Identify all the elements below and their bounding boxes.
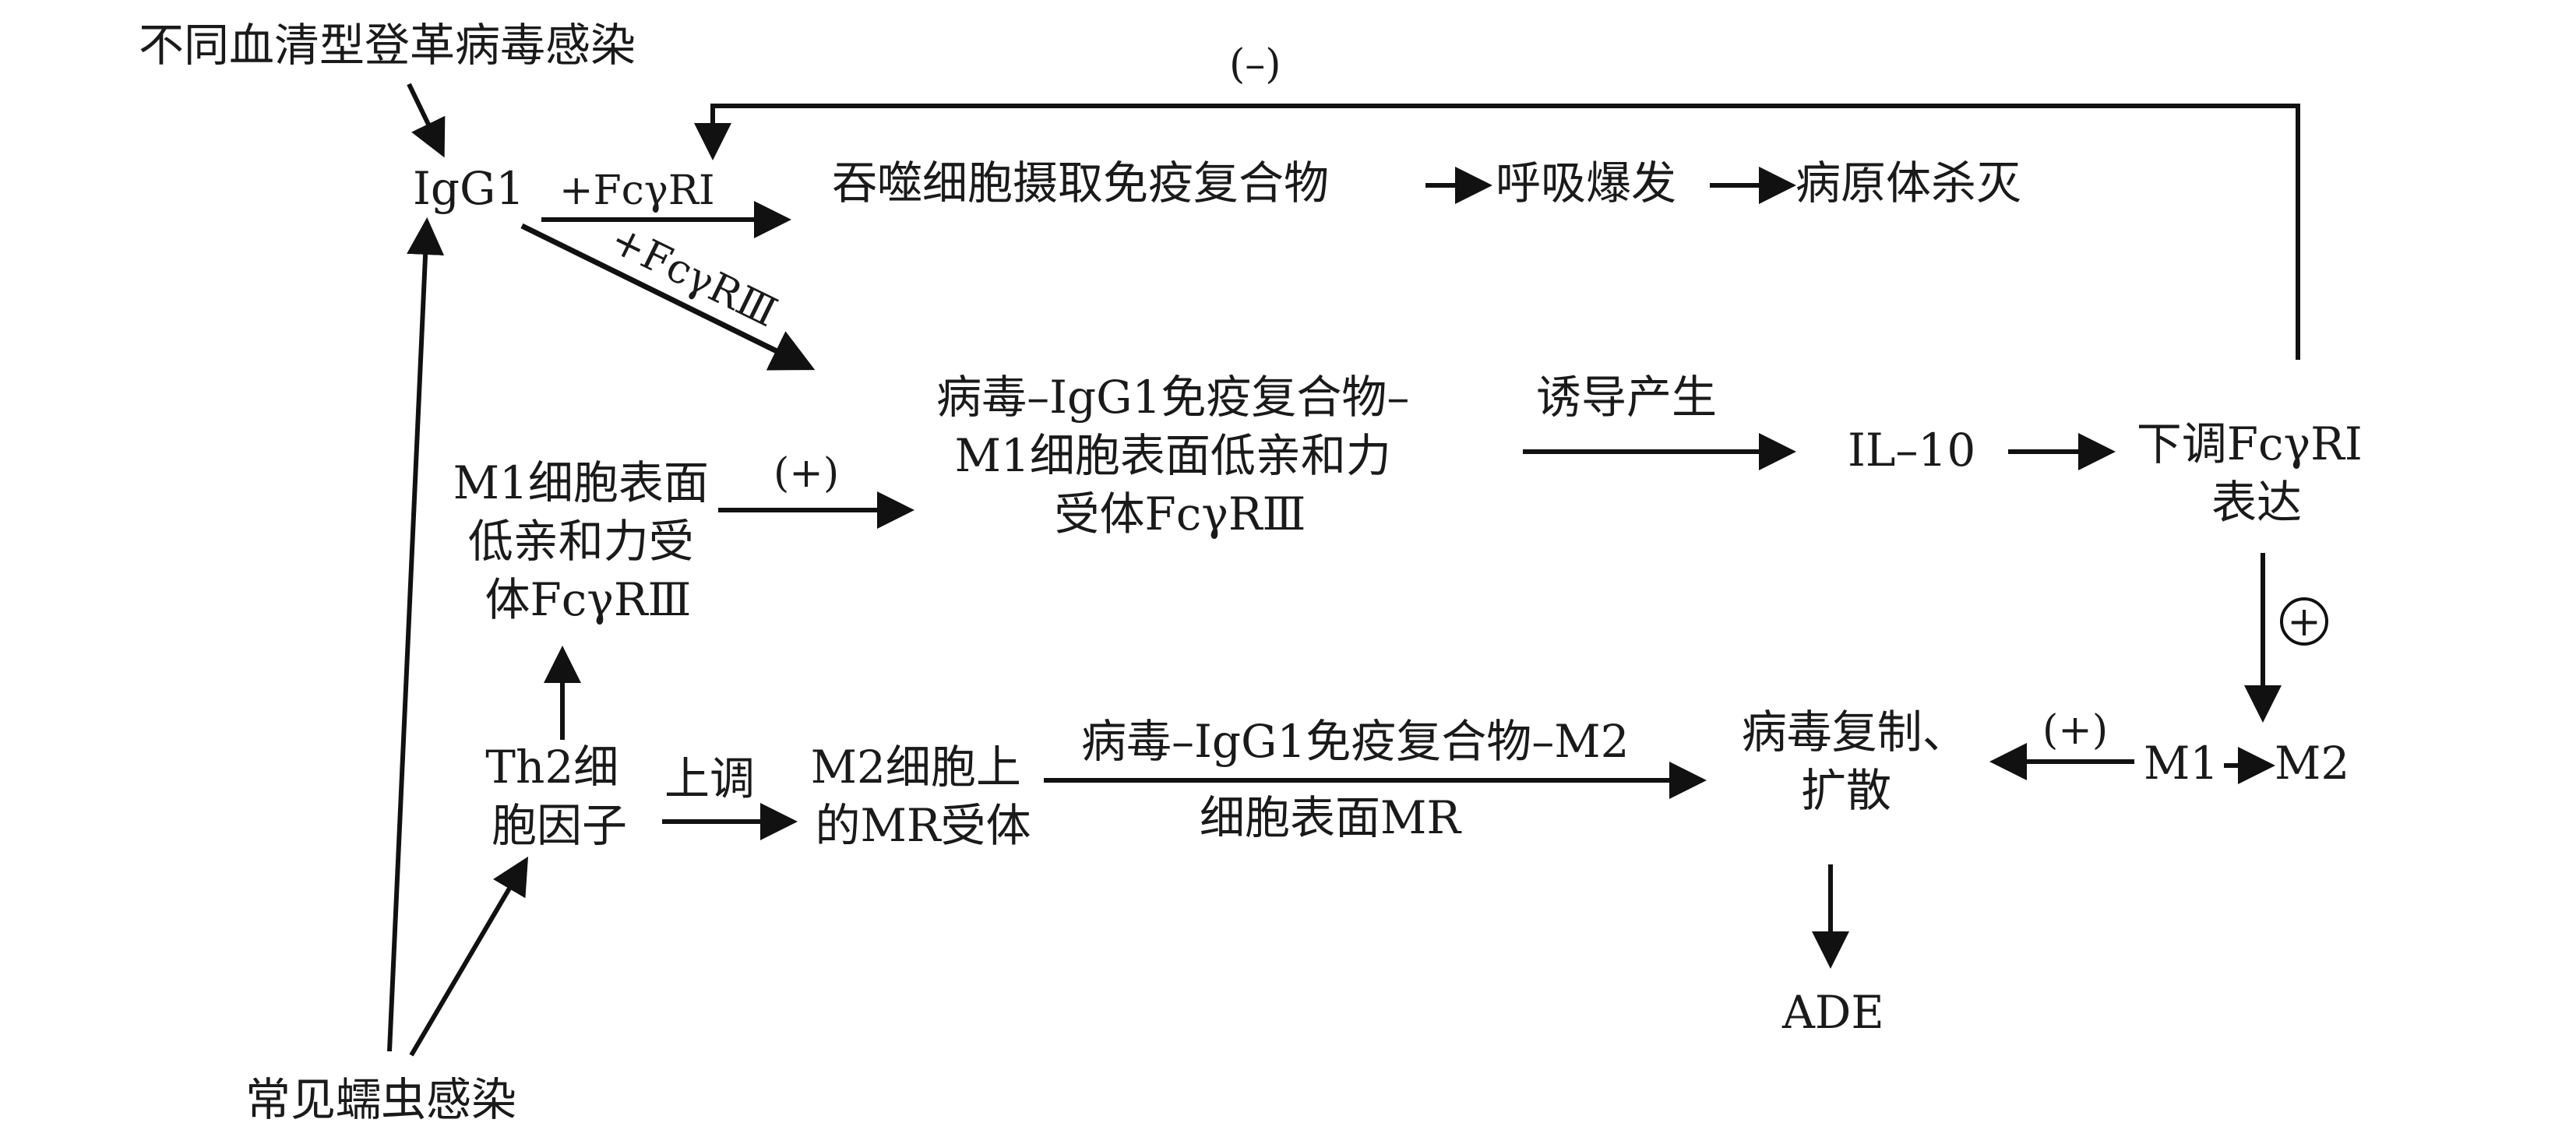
m1-receptor-line-2: 低亲和力受	[468, 515, 694, 568]
complex1-line-1: 病毒–IgG1免疫复合物–	[936, 371, 1409, 424]
virus-replication-line-1: 病毒复制、	[1742, 706, 1968, 759]
th2-line-1: Th2细	[485, 741, 618, 794]
node-m2-receptor: M2细胞上 的MR受体	[811, 741, 1036, 852]
edge-negative-feedback	[694, 104, 2300, 360]
node-helminth-infection: 常见蠕虫感染	[245, 1073, 516, 1126]
th2-line-2: 胞因子	[492, 799, 627, 852]
node-m2: M2	[2275, 737, 2349, 790]
complex1-line-3: 受体FcγRⅢ	[1055, 488, 1306, 540]
m2-receptor-line-2: 的MR受体	[815, 799, 1031, 852]
edge-igg1-complex1	[520, 223, 816, 371]
m2-receptor-line-1: M2细胞上	[811, 741, 1021, 794]
node-virus-replication: 病毒复制、 扩散	[1742, 706, 1982, 817]
node-th2: Th2细 胞因子	[485, 741, 633, 852]
label-upregulate: 上调	[664, 752, 755, 805]
node-dengue-infection: 不同血清型登革病毒感染	[139, 19, 636, 72]
label-complex2-top: 病毒–IgG1免疫复合物–M2	[1081, 715, 1630, 768]
label-negative: (–)	[1229, 41, 1281, 88]
node-complex1: 病毒–IgG1免疫复合物– M1细胞表面低亲和力 受体FcγRⅢ	[936, 371, 1424, 540]
virus-replication-line-2: 扩散	[1801, 764, 1891, 817]
node-ade: ADE	[1781, 986, 1884, 1039]
edge-helminth-igg1	[387, 217, 445, 1052]
label-induce: 诱导产生	[1536, 371, 1717, 424]
node-downregulate: 下调FcγRI 表达	[2137, 417, 2377, 529]
node-il10: IL–10	[1848, 424, 1975, 477]
label-positive-m1: (+)	[774, 450, 839, 497]
label-positive-circled: +	[2280, 597, 2328, 646]
label-complex2-bottom: 细胞表面MR	[1200, 791, 1462, 844]
downregulate-line-1: 下调FcγRI	[2137, 417, 2363, 470]
complex1-line-2: M1细胞表面低亲和力	[955, 429, 1391, 482]
positive-circle-text: +	[2287, 599, 2321, 646]
edge-helminth-th2	[409, 856, 529, 1057]
label-fcgr1: +FcγRⅠ	[559, 167, 715, 214]
m1-receptor-line-3: 体FcγRⅢ	[485, 573, 692, 626]
label-positive-m1-left: (+)	[2042, 707, 2108, 754]
m1-receptor-line-1: M1细胞表面	[453, 456, 709, 509]
downregulate-line-2: 表达	[2211, 476, 2302, 529]
node-pathogen-killed: 病原体杀灭	[1795, 157, 2021, 209]
node-phagocyte-uptake: 吞噬细胞摄取免疫复合物	[832, 157, 1329, 209]
node-respiratory-burst: 呼吸爆发	[1496, 157, 1676, 209]
node-m1-receptor: M1细胞表面 低亲和力受 体FcγRⅢ	[453, 456, 724, 626]
edge-dengue-to-igg1	[407, 83, 446, 158]
positive-circle-outline	[2280, 597, 2328, 646]
node-igg1: IgG1	[413, 162, 524, 215]
node-m1: M1	[2144, 737, 2218, 790]
